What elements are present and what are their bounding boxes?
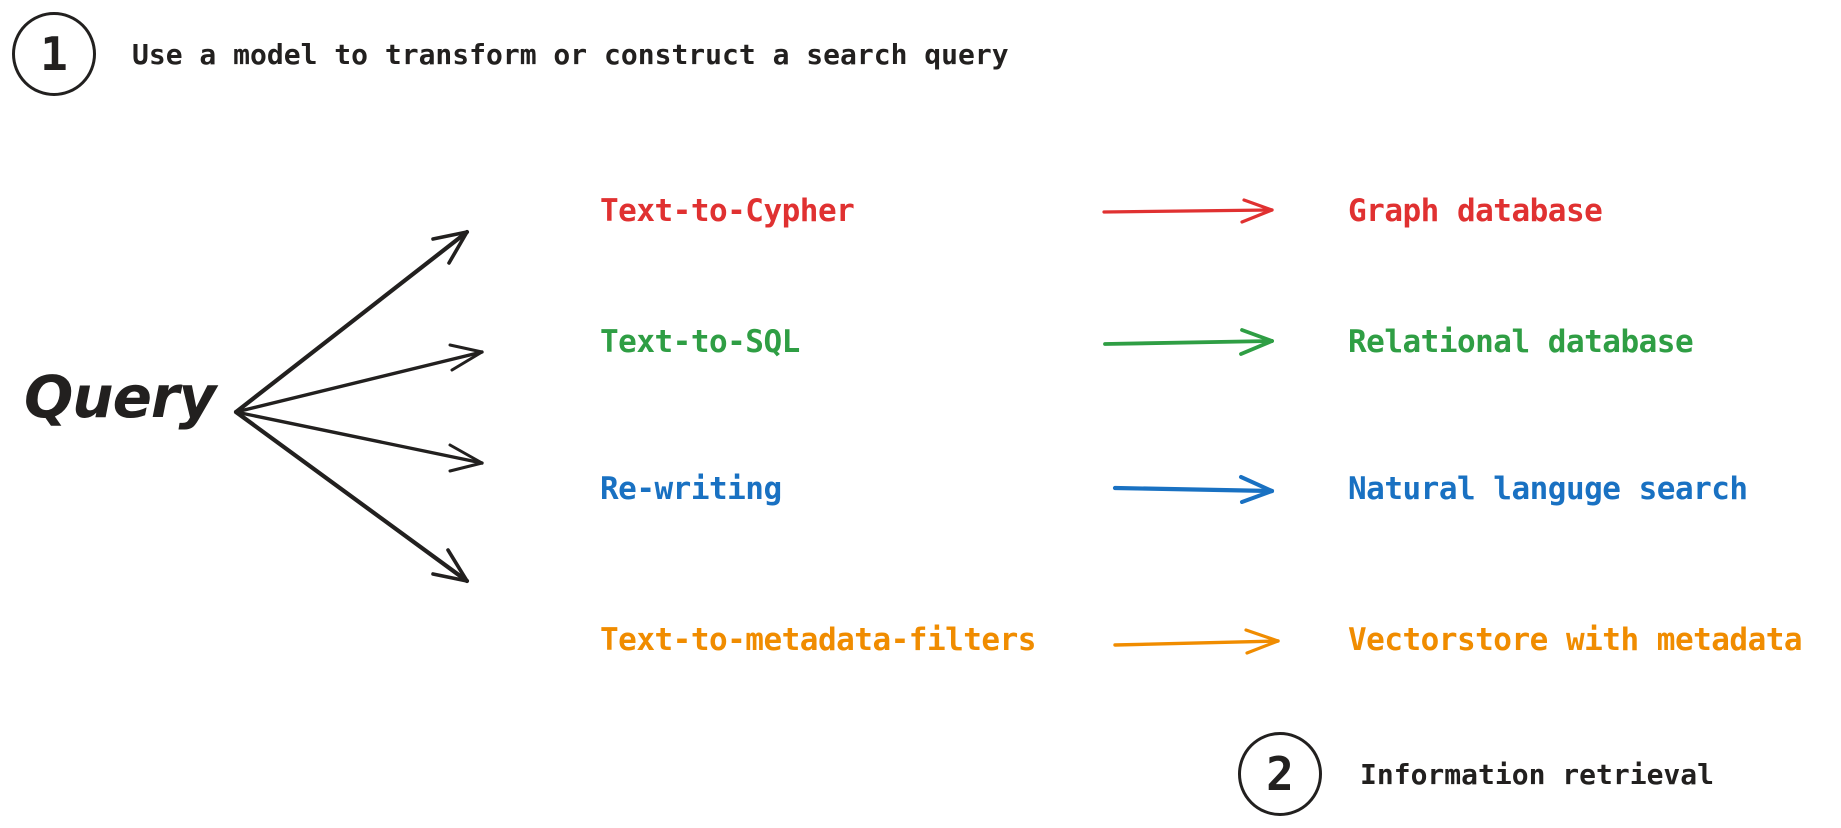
target-label-vectorstore-with-metadata: Vectorstore with metadata xyxy=(1348,622,1803,658)
target-label-relational-database: Relational database xyxy=(1348,324,1694,360)
method-label-text-to-sql: Text-to-SQL xyxy=(600,324,800,360)
query-fanout-arrows xyxy=(233,229,484,584)
method-label-text-to-cypher: Text-to-Cypher xyxy=(600,193,855,229)
flow-arrow-red xyxy=(1094,181,1284,241)
flow-arrow-green xyxy=(1094,312,1284,372)
method-label-text-to-metadata-filters: Text-to-metadata-filters xyxy=(600,622,1036,658)
step-1-badge: 1 xyxy=(12,12,96,96)
flow-row-text-to-metadata-filters: Text-to-metadata-filters Vectorstore wit… xyxy=(0,610,1841,670)
method-label-re-writing: Re-writing xyxy=(600,471,782,507)
flow-arrow-blue xyxy=(1094,459,1284,519)
fanout-arrow-3 xyxy=(234,410,484,473)
flow-row-text-to-sql: Text-to-SQL Relational database xyxy=(0,312,1841,372)
flow-row-re-writing: Re-writing Natural languge search xyxy=(0,459,1841,519)
step-2-number: 2 xyxy=(1266,747,1294,801)
step-1: 1 Use a model to transform or construct … xyxy=(12,12,1009,96)
step-1-number: 1 xyxy=(40,27,68,81)
flow-row-text-to-cypher: Text-to-Cypher Graph database xyxy=(0,181,1841,241)
fanout-arrow-4 xyxy=(233,409,470,584)
step-2: 2 Information retrieval xyxy=(1238,732,1714,816)
arrow-stroke xyxy=(1102,198,1274,224)
query-source-label: Query xyxy=(24,363,216,431)
fanout-arrow-1 xyxy=(233,229,470,415)
fanout-arrow-2 xyxy=(234,343,484,414)
step-2-badge: 2 xyxy=(1238,732,1322,816)
flow-arrow-orange xyxy=(1094,610,1290,670)
target-label-natural-language-search: Natural languge search xyxy=(1348,471,1748,507)
arrow-stroke xyxy=(1113,628,1280,655)
step-2-caption: Information retrieval xyxy=(1360,757,1715,791)
arrow-stroke xyxy=(1112,475,1275,504)
arrow-stroke xyxy=(1103,328,1274,356)
step-1-caption: Use a model to transform or construct a … xyxy=(132,37,1009,71)
target-label-graph-database: Graph database xyxy=(1348,193,1603,229)
